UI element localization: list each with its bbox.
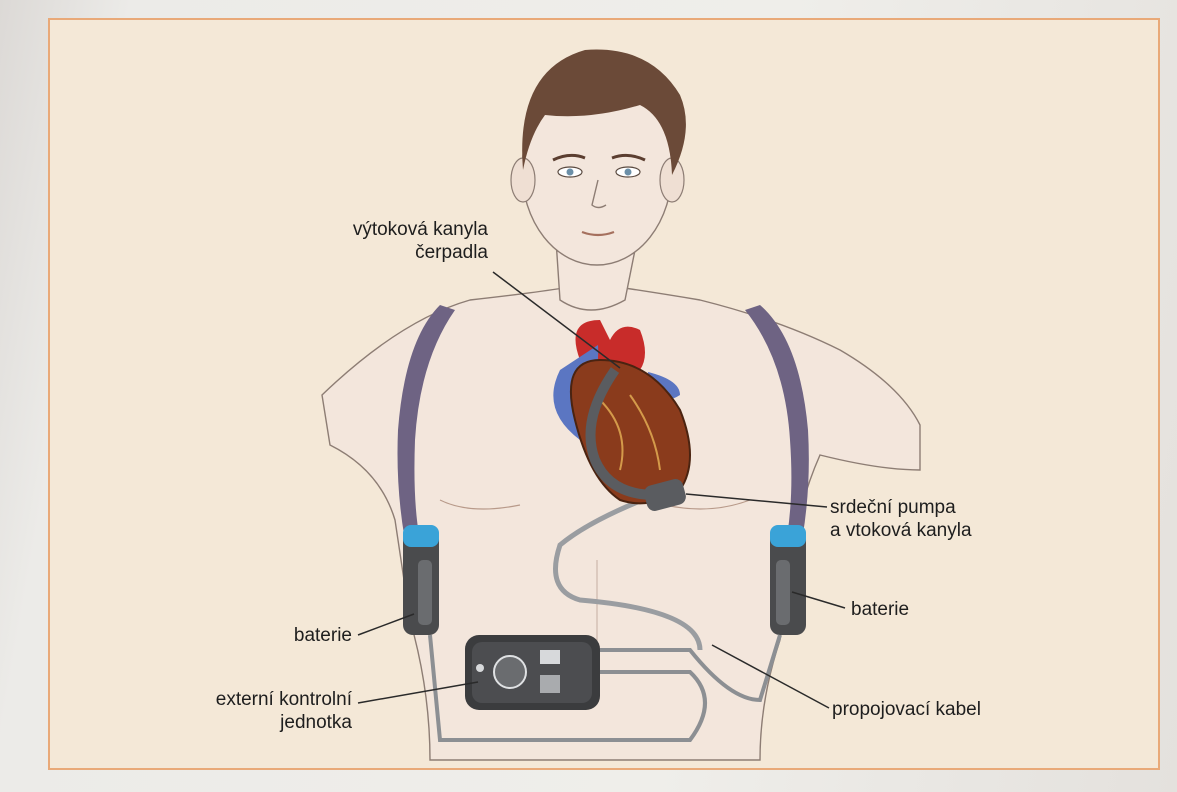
label-heart-pump: srdeční pumpa a vtoková kanyla [830, 496, 1020, 542]
label-outflow-cannula-line1: výtoková kanyla [300, 218, 488, 241]
label-controller: externí kontrolní jednotka [170, 688, 352, 734]
label-controller-line2: jednotka [170, 711, 352, 734]
label-battery-right: baterie [851, 598, 971, 621]
battery-left [403, 525, 439, 635]
label-outflow-cannula: výtoková kanyla čerpadla [300, 218, 488, 264]
external-controller [465, 635, 600, 710]
label-controller-line1: externí kontrolní [170, 688, 352, 711]
battery-right [770, 525, 806, 635]
label-heart-pump-line2: a vtoková kanyla [830, 519, 1020, 542]
label-cable: propojovací kabel [832, 698, 1032, 721]
label-battery-left: baterie [236, 624, 352, 647]
label-heart-pump-line1: srdeční pumpa [830, 496, 1020, 519]
label-outflow-cannula-line2: čerpadla [300, 241, 488, 264]
